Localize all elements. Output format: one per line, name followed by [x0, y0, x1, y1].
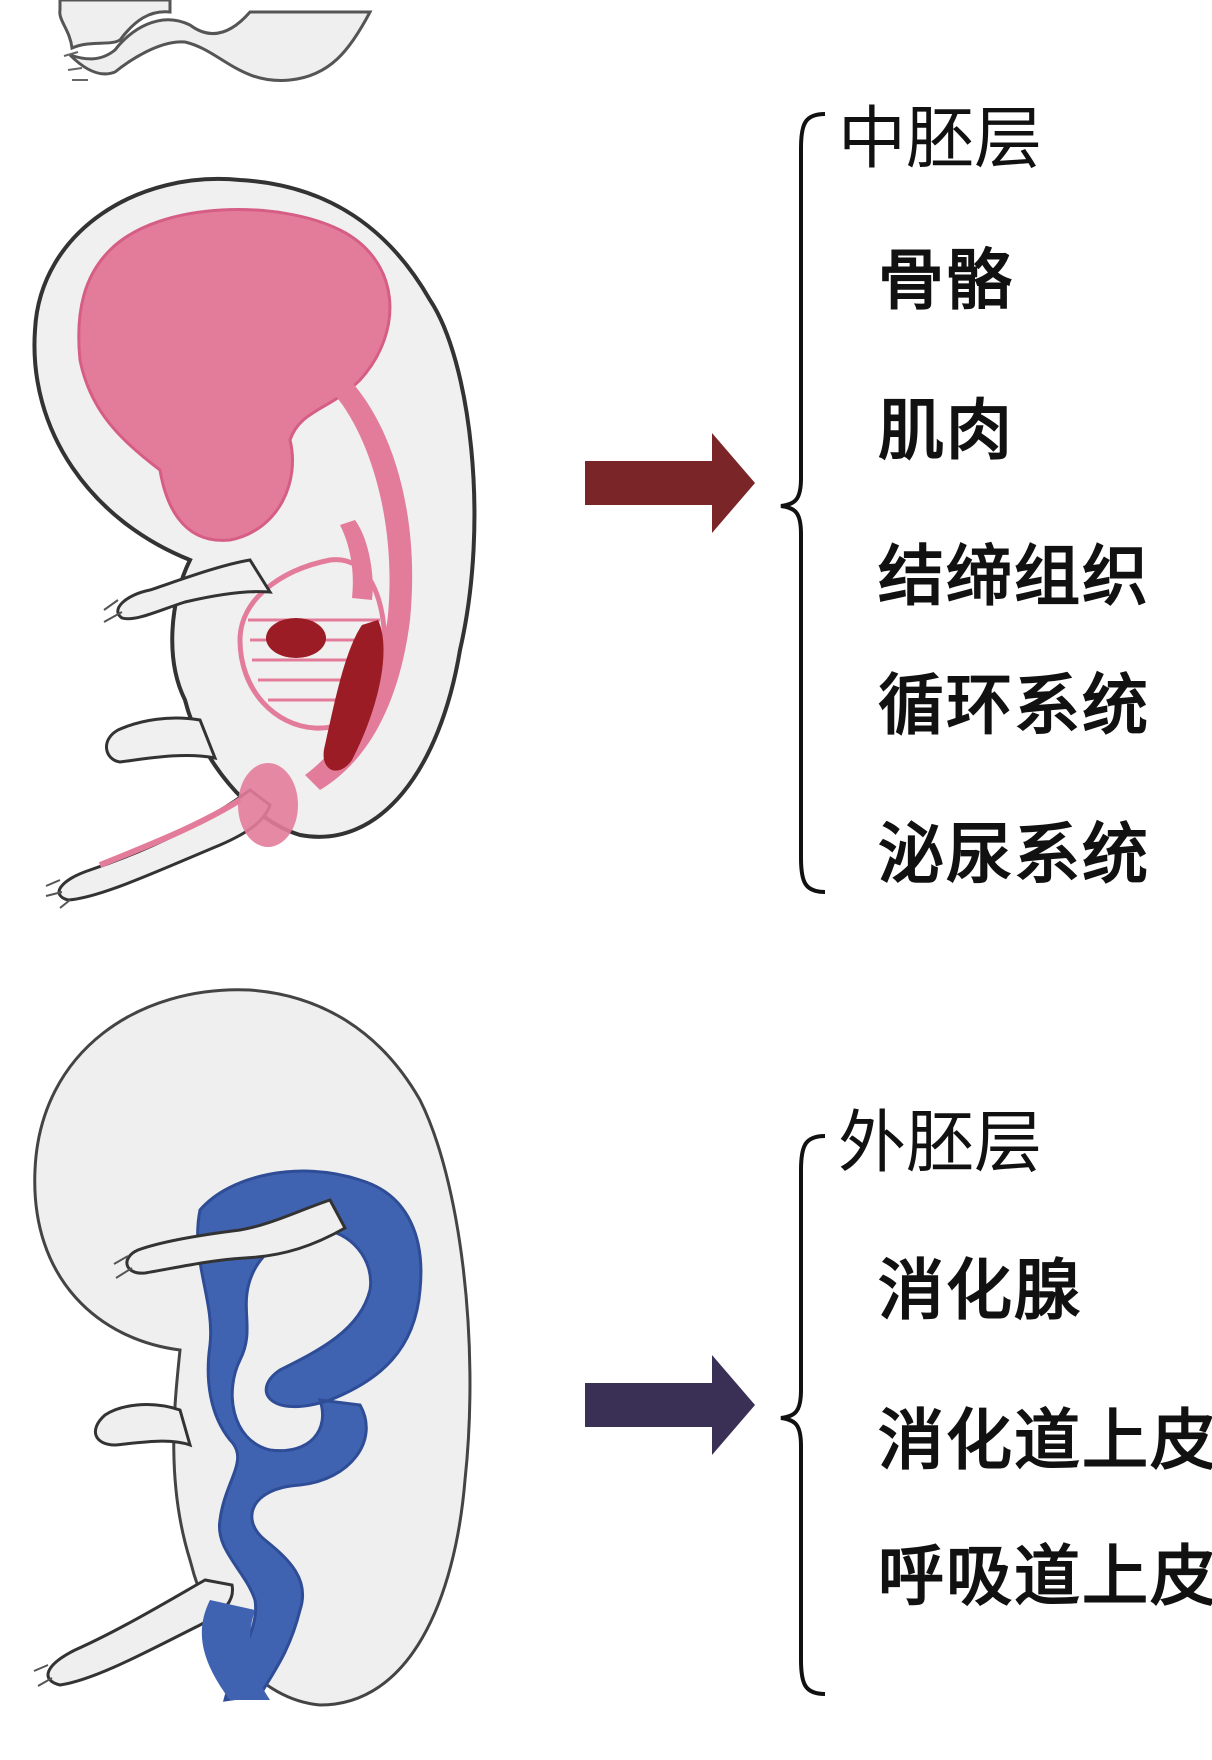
endoderm-item-digestive-gland: 消化腺	[878, 1258, 1082, 1324]
endoderm-arrow	[585, 1355, 755, 1455]
endoderm-item-respiratory-epithelium: 呼吸道上皮	[878, 1544, 1212, 1610]
endoderm-embryo-illustration	[0, 960, 520, 1760]
mesoderm-item-urinary-system: 泌尿系统	[878, 822, 1150, 888]
mesoderm-item-circulatory-system: 循环系统	[878, 673, 1150, 739]
endoderm-heading: 外胚层	[838, 1110, 1042, 1178]
mesoderm-item-muscle: 肌肉	[878, 398, 1014, 464]
mesoderm-heart-organ	[266, 618, 326, 658]
endoderm-embryo-body	[35, 990, 470, 1705]
endoderm-brace	[775, 1130, 835, 1700]
mesoderm-brace	[775, 108, 835, 898]
endoderm-leg-upper	[95, 1405, 190, 1445]
mesoderm-arrow-shape	[585, 433, 755, 533]
mesoderm-item-bone: 骨骼	[878, 248, 1014, 314]
mesoderm-leg-upper	[106, 718, 215, 762]
mesoderm-heading: 中胚层	[838, 106, 1042, 174]
mesoderm-arrow	[585, 433, 755, 533]
endoderm-arrow-shape	[585, 1355, 755, 1455]
endoderm-item-digestive-epithelium: 消化道上皮	[878, 1408, 1212, 1474]
mesoderm-embryo-illustration	[0, 0, 520, 920]
mesoderm-item-connective-tissue: 结缔组织	[878, 544, 1150, 610]
